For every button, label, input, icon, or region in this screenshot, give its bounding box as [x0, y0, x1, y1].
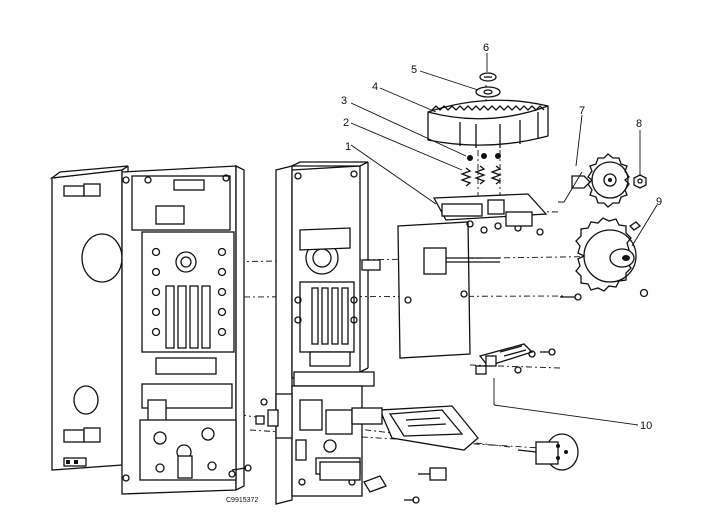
callout-9: 9 [656, 196, 662, 208]
switch-assembly [475, 343, 536, 375]
leader-lines [350, 53, 658, 426]
motor-plug [517, 433, 579, 471]
callout-2: 2 [343, 117, 349, 129]
springs [460, 165, 502, 187]
drive-gear-cover [427, 99, 549, 148]
front-housing [121, 164, 245, 495]
callout-10: 10 [640, 420, 652, 432]
callout-8: 8 [636, 118, 642, 130]
pins [467, 153, 501, 161]
frame-plate [267, 161, 375, 505]
callout-4: 4 [372, 81, 378, 93]
lower-bracket [351, 405, 479, 451]
callout-3: 3 [341, 95, 347, 107]
callout-7: 7 [579, 105, 585, 117]
retainer-clip [479, 72, 497, 82]
small-parts-bottom [295, 439, 447, 493]
small-sprocket [571, 153, 630, 208]
large-sprocket [575, 217, 642, 292]
gear-motor-assembly [432, 193, 548, 236]
hex-nut [633, 174, 647, 189]
callout-1: 1 [345, 141, 351, 153]
callout-numbers: 1 2 3 4 5 6 7 8 9 10 [341, 42, 662, 432]
callout-5: 5 [411, 64, 417, 76]
drawing-code: C9915372 [226, 497, 258, 504]
housing-screw-holes [144, 174, 230, 337]
callout-6: 6 [483, 42, 489, 54]
screws [231, 288, 649, 504]
washer [475, 86, 501, 98]
circuit-board [361, 221, 500, 359]
rear-housing-plate [49, 165, 129, 471]
